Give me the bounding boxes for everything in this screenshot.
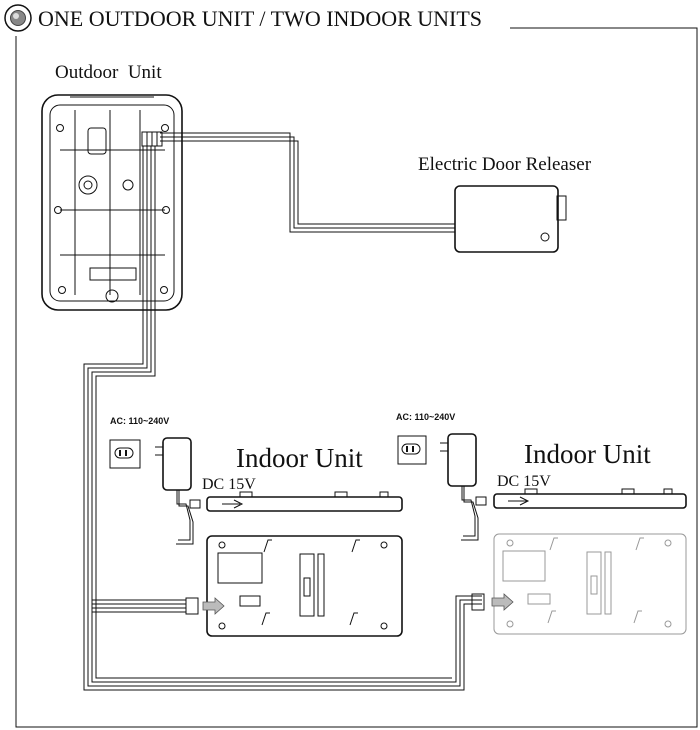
ac-label-2: AC: 110~240V [396, 412, 455, 422]
indoor-unit-1-connector-icon [185, 597, 225, 615]
door-releaser-icon [454, 185, 567, 253]
indoor-unit-2-back-view [493, 533, 687, 635]
title-bullet-icon [4, 4, 32, 32]
ac-label-1: AC: 110~240V [110, 416, 169, 426]
indoor-unit-1-back-view [206, 535, 403, 637]
outdoor-unit-icon [41, 94, 183, 311]
power-adapter-1-icon [109, 437, 201, 545]
indoor-unit-2-connector-icon [471, 593, 514, 611]
indoor-unit-2-side-view [493, 488, 687, 509]
power-adapter-2-icon [397, 433, 487, 541]
indoor-unit-2-label: Indoor Unit [524, 439, 651, 469]
diagram-title: ONE OUTDOOR UNIT / TWO INDOOR UNITS [38, 6, 482, 31]
outdoor-unit-label: Outdoor Unit [55, 62, 162, 83]
dc-label-1: DC 15V [202, 476, 256, 493]
main-bundle-cable [83, 146, 482, 691]
diagram-frame [15, 27, 698, 728]
dc-label-2: DC 15V [497, 473, 551, 490]
indoor-unit-1-side-view [206, 491, 403, 512]
indoor-unit-1-label: Indoor Unit [236, 443, 363, 473]
door-releaser-label: Electric Door Releaser [418, 154, 592, 175]
door-releaser-cable [160, 132, 455, 233]
